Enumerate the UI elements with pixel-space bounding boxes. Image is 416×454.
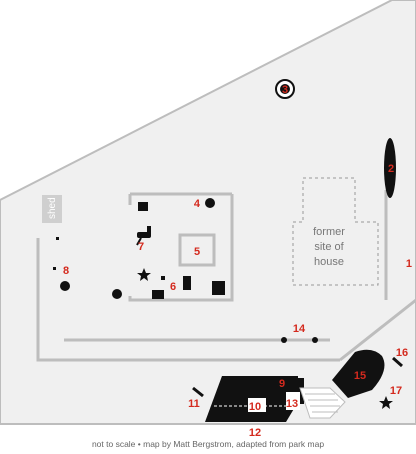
park-land xyxy=(0,0,416,425)
marker-15: 15 xyxy=(354,370,366,382)
objects xyxy=(53,79,403,422)
house-label-3: house xyxy=(314,256,344,268)
marker-4: 4 xyxy=(194,198,201,210)
object-11-bar xyxy=(192,386,204,398)
map-credit: not to scale • map by Matt Bergstrom, ad… xyxy=(91,439,325,449)
marker-16: 16 xyxy=(396,347,408,359)
marker-7: 7 xyxy=(138,241,144,253)
marker-14: 14 xyxy=(293,323,306,335)
star-icon xyxy=(379,396,393,409)
marker-10: 10 xyxy=(249,401,261,413)
marker-17: 17 xyxy=(390,385,402,397)
marker-8: 8 xyxy=(63,265,69,277)
marker-3-dot xyxy=(280,84,290,94)
marker-6: 6 xyxy=(170,281,176,293)
shed-label: shed xyxy=(47,197,58,219)
marker-11: 11 xyxy=(188,398,200,410)
marker-9: 9 xyxy=(279,378,285,390)
star-icon xyxy=(137,268,151,281)
marker-5-box xyxy=(178,233,216,267)
building-15 xyxy=(332,349,385,398)
object-16-bar xyxy=(392,356,403,368)
object-square xyxy=(138,202,148,211)
marker-2-shape xyxy=(384,138,396,198)
marker-1: 1 xyxy=(406,258,412,270)
house-label-1: former xyxy=(313,226,345,238)
marker-3: 3 xyxy=(282,84,288,96)
statue-7-icon xyxy=(136,226,151,246)
steps xyxy=(299,387,346,419)
house-label-2: site of xyxy=(314,241,344,253)
marker-5: 5 xyxy=(194,246,200,258)
object-4 xyxy=(205,198,215,208)
marker-2: 2 xyxy=(388,163,394,175)
former-house: former site of house xyxy=(292,177,379,286)
marker-13: 13 xyxy=(286,398,298,410)
markers: 1 2 3 4 5 6 7 8 9 10 11 12 13 14 15 16 1… xyxy=(63,84,412,439)
marker-12: 12 xyxy=(249,427,261,439)
shed: shed xyxy=(42,195,62,223)
